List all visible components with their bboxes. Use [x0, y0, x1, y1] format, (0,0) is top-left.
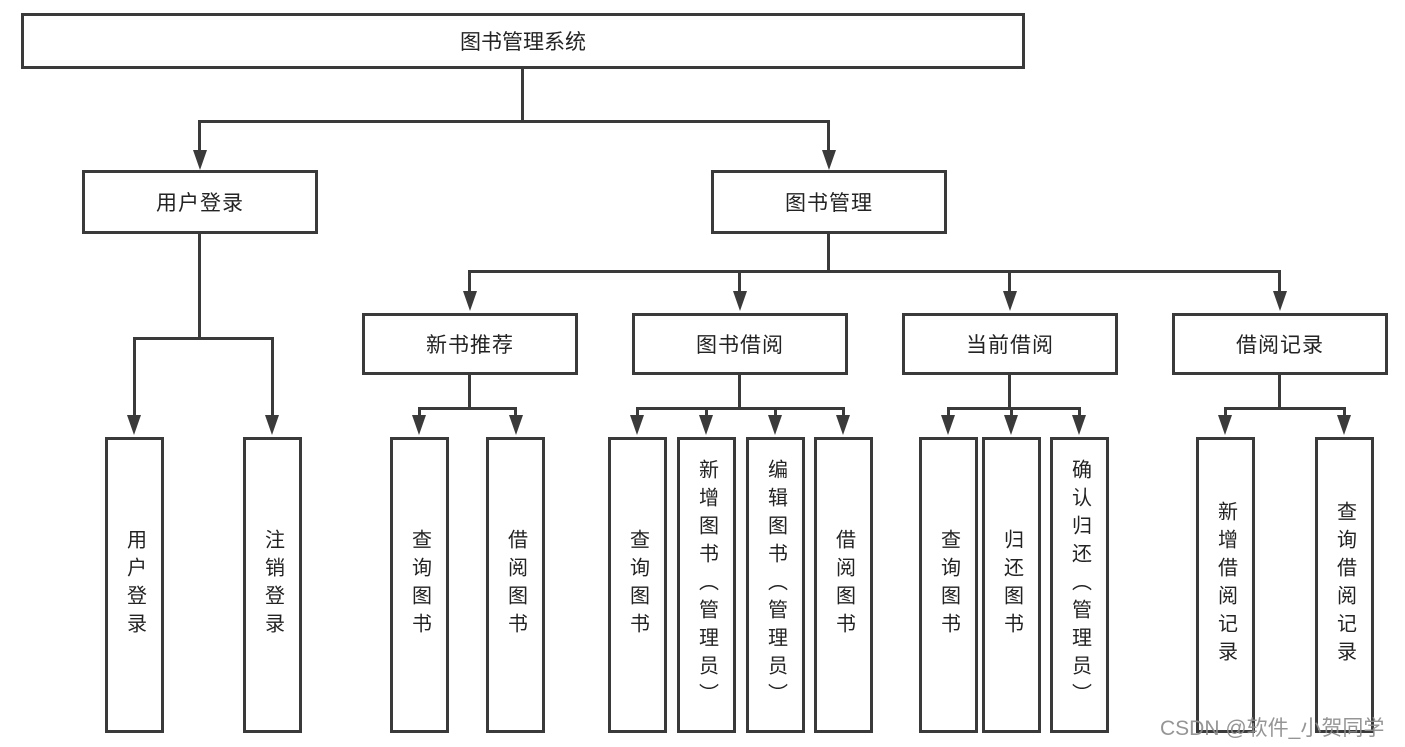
leaf-user-login: 用户登录	[105, 437, 164, 733]
leaf-borrow-books: 借阅图书	[814, 437, 873, 733]
arrowhead-down-icon	[265, 415, 279, 435]
connector-hline	[418, 407, 517, 410]
connector-vline	[1278, 373, 1281, 409]
node-current-borrow: 当前借阅	[902, 313, 1118, 375]
connector-vline	[1078, 407, 1081, 417]
connector-vline	[738, 373, 741, 409]
node-label: 新书推荐	[426, 334, 514, 357]
node-label: 图书管理系统	[460, 31, 586, 54]
arrowhead-down-icon	[699, 415, 713, 435]
leaf-label: 查询图书	[626, 529, 649, 641]
leaf-label: 新增图书（管理员）	[695, 459, 718, 711]
leaf-query-borrow-record: 查询借阅记录	[1315, 437, 1374, 733]
connector-vline	[198, 233, 201, 339]
node-label: 借阅记录	[1236, 334, 1324, 357]
arrowhead-down-icon	[1004, 415, 1018, 435]
arrowhead-down-icon	[127, 415, 141, 435]
arrowhead-down-icon	[630, 415, 644, 435]
connector-vline	[198, 120, 201, 152]
connector-hline	[469, 270, 1281, 273]
connector-vline	[468, 270, 471, 293]
arrowhead-down-icon	[1218, 415, 1232, 435]
arrowhead-down-icon	[1273, 291, 1287, 311]
connector-vline	[468, 373, 471, 409]
arrowhead-down-icon	[463, 291, 477, 311]
leaf-logout-login: 注销登录	[243, 437, 302, 733]
leaf-label: 借阅图书	[832, 529, 855, 641]
node-new-book-recommend: 新书推荐	[362, 313, 578, 375]
arrowhead-down-icon	[1003, 291, 1017, 311]
connector-vline	[514, 407, 517, 417]
leaf-label: 查询图书	[408, 529, 431, 641]
connector-hline	[133, 337, 273, 340]
node-book-management: 图书管理	[711, 170, 947, 234]
node-library-management-system: 图书管理系统	[21, 13, 1025, 69]
leaf-label: 用户登录	[123, 529, 146, 641]
leaf-label: 编辑图书（管理员）	[764, 459, 787, 711]
connector-vline	[636, 407, 639, 417]
arrowhead-down-icon	[941, 415, 955, 435]
leaf-edit-books-admin: 编辑图书（管理员）	[746, 437, 805, 733]
connector-vline	[1008, 270, 1011, 293]
connector-hline	[636, 407, 844, 410]
arrowhead-down-icon	[836, 415, 850, 435]
connector-vline	[1278, 270, 1281, 293]
leaf-query-books-recommend: 查询图书	[390, 437, 449, 733]
node-label: 图书管理	[785, 192, 873, 215]
node-user-login-group: 用户登录	[82, 170, 318, 234]
leaf-label: 查询图书	[937, 529, 960, 641]
node-label: 当前借阅	[966, 334, 1054, 357]
connector-hline	[947, 407, 1080, 410]
connector-vline	[1343, 407, 1346, 417]
leaf-add-borrow-record: 新增借阅记录	[1196, 437, 1255, 733]
node-label: 图书借阅	[696, 334, 784, 357]
connector-vline	[827, 233, 830, 272]
node-borrow-records: 借阅记录	[1172, 313, 1388, 375]
leaf-add-books-admin: 新增图书（管理员）	[677, 437, 736, 733]
arrowhead-down-icon	[733, 291, 747, 311]
leaf-confirm-return-admin: 确认归还（管理员）	[1050, 437, 1109, 733]
leaf-return-books: 归还图书	[982, 437, 1041, 733]
connector-vline	[1224, 407, 1227, 417]
connector-vline	[774, 407, 777, 417]
connector-vline	[738, 270, 741, 293]
node-label: 用户登录	[156, 192, 244, 215]
arrowhead-down-icon	[412, 415, 426, 435]
arrowhead-down-icon	[193, 150, 207, 170]
arrowhead-down-icon	[1072, 415, 1086, 435]
connector-vline	[271, 337, 274, 417]
arrowhead-down-icon	[509, 415, 523, 435]
leaf-label: 查询借阅记录	[1333, 501, 1356, 669]
connector-vline	[418, 407, 421, 417]
connector-vline	[133, 337, 136, 417]
csdn-watermark: CSDN @软件_小贺同学	[1160, 717, 1385, 740]
leaf-label: 借阅图书	[504, 529, 527, 641]
connector-vline	[947, 407, 950, 417]
connector-vline	[1010, 407, 1013, 417]
connector-vline	[842, 407, 845, 417]
leaf-borrow-books-recommend: 借阅图书	[486, 437, 545, 733]
leaf-label: 注销登录	[261, 529, 284, 641]
connector-hline	[199, 120, 830, 123]
connector-vline	[1008, 373, 1011, 409]
leaf-label: 新增借阅记录	[1214, 501, 1237, 669]
arrowhead-down-icon	[768, 415, 782, 435]
leaf-label: 归还图书	[1000, 529, 1023, 641]
leaf-query-books-borrow: 查询图书	[608, 437, 667, 733]
connector-vline	[827, 120, 830, 152]
connector-vline	[521, 69, 524, 122]
leaf-query-books-current: 查询图书	[919, 437, 978, 733]
arrowhead-down-icon	[1337, 415, 1351, 435]
connector-hline	[1224, 407, 1345, 410]
connector-vline	[705, 407, 708, 417]
arrowhead-down-icon	[822, 150, 836, 170]
node-book-borrow: 图书借阅	[632, 313, 848, 375]
leaf-label: 确认归还（管理员）	[1068, 459, 1091, 711]
